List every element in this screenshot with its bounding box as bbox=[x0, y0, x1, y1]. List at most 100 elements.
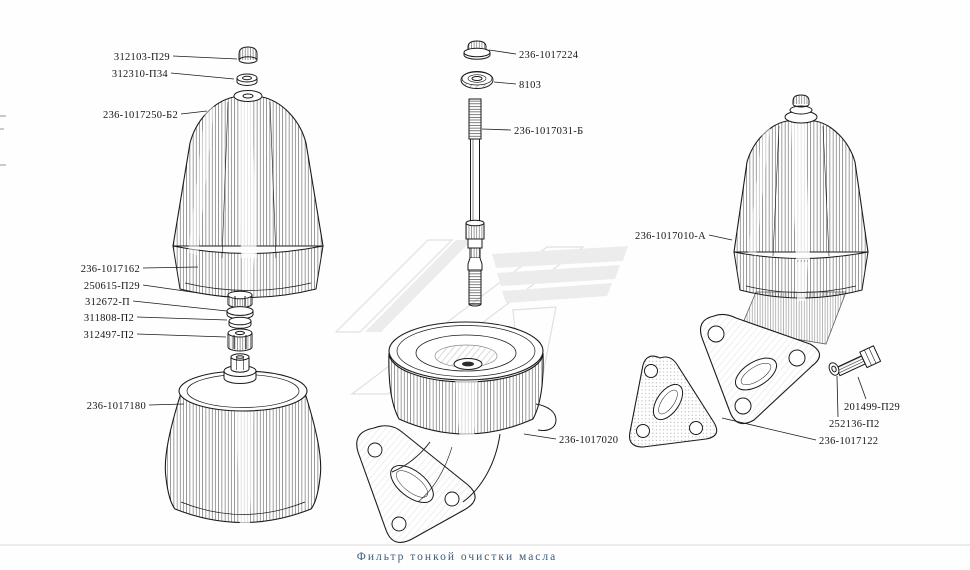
bolt-head-facet bbox=[864, 349, 872, 366]
watermark-stripe-2 bbox=[497, 265, 620, 286]
part-label-center-2: 236-1017031-Б bbox=[514, 126, 583, 137]
grommet-hole bbox=[471, 76, 483, 81]
center-cap-nut-drawing bbox=[463, 40, 491, 60]
bowl-nut-hole bbox=[236, 355, 244, 359]
part-label-right-1: 201499-П29 bbox=[844, 402, 900, 413]
rod-taper bbox=[467, 257, 483, 271]
gasket-hole bbox=[689, 421, 703, 435]
bolt-drawing bbox=[835, 345, 882, 377]
asm-kidney-opening bbox=[734, 357, 778, 391]
grommet-ring bbox=[467, 74, 487, 83]
cover-top-hole bbox=[242, 93, 254, 99]
leader-line bbox=[488, 49, 517, 55]
watermark-chevron-2 bbox=[365, 240, 472, 332]
watermark-band bbox=[350, 246, 585, 395]
flange-hole bbox=[391, 516, 407, 532]
part-label-center-0: 236-1017224 bbox=[519, 50, 579, 61]
neck-right bbox=[462, 433, 501, 503]
washer-311808-top bbox=[228, 316, 252, 326]
flange-kidney-inner bbox=[395, 470, 429, 498]
bell-highlight-center bbox=[239, 100, 257, 258]
bowl-hub-hole bbox=[462, 361, 474, 367]
leader-line bbox=[708, 234, 733, 241]
left-cap-nut-drawing bbox=[238, 46, 258, 64]
rod-shaft bbox=[470, 138, 480, 224]
bowl-highlight bbox=[236, 402, 254, 530]
bowl-wall-highlight bbox=[455, 378, 478, 442]
asm-flange-hole bbox=[788, 349, 806, 367]
leader-line bbox=[136, 316, 228, 321]
cap-dome bbox=[467, 40, 487, 50]
leader-lines bbox=[132, 49, 867, 441]
grommet-drawing bbox=[460, 71, 494, 89]
left-washer-drawing bbox=[236, 73, 258, 86]
flange-hole bbox=[367, 442, 383, 458]
part-label-right-3: 236-1017122 bbox=[819, 436, 878, 447]
leader-line bbox=[836, 375, 839, 418]
gasket-hole bbox=[644, 364, 658, 378]
bowl-step bbox=[415, 334, 517, 372]
asm-highlight-left bbox=[748, 128, 770, 256]
asm-cap-dome bbox=[792, 94, 810, 104]
neck-mid bbox=[417, 446, 453, 503]
diagram-caption: Фильтр тонкой очистки масла bbox=[357, 551, 558, 563]
part-label-left-3: 236-1017162 bbox=[81, 264, 140, 275]
rod-collar-top bbox=[465, 219, 485, 227]
bell-highlight-left bbox=[188, 106, 214, 256]
rod-tip-arc bbox=[468, 303, 482, 307]
asm-rim-highlight bbox=[796, 262, 808, 301]
leader-line bbox=[132, 300, 228, 312]
bolt-shaft bbox=[835, 355, 866, 377]
bell-contour-left bbox=[221, 101, 229, 259]
part-labels: 312103-П29 312310-П34 236-1017250-Б2 236… bbox=[81, 50, 900, 447]
small-washer-hole bbox=[831, 365, 837, 373]
asm-top-washer bbox=[789, 105, 813, 115]
rod-thread-top bbox=[468, 98, 482, 140]
cap-flange-thickness bbox=[463, 52, 491, 60]
filter-cover-drawing bbox=[172, 90, 324, 299]
watermark-stripe-3 bbox=[502, 283, 612, 303]
gasket-drawing bbox=[628, 355, 718, 448]
gasket-kidney-inner bbox=[658, 389, 678, 415]
leader-line bbox=[172, 55, 238, 60]
outlet-boss bbox=[535, 403, 557, 431]
part-label-left-4: 250615-П29 bbox=[84, 281, 140, 292]
asm-flange-hole bbox=[734, 397, 752, 415]
watermark-chevron-1 bbox=[334, 239, 454, 333]
leader-line bbox=[857, 376, 867, 400]
part-label-right-0: 236-1017010-А bbox=[635, 231, 706, 242]
stack-hardware-drawing bbox=[226, 290, 254, 352]
asm-contour-right bbox=[822, 125, 830, 257]
neck-left bbox=[391, 441, 431, 473]
leader-line bbox=[523, 433, 557, 440]
rod-ring bbox=[467, 238, 483, 249]
asm-rim-inner-arc bbox=[745, 285, 857, 293]
leader-line bbox=[148, 403, 185, 406]
assembly-drawing bbox=[699, 94, 869, 425]
rod-thread-bottom bbox=[468, 269, 482, 305]
cap-flange bbox=[463, 47, 491, 58]
part-label-center-3: 236-1017020 bbox=[559, 435, 618, 446]
washer-outer bbox=[236, 73, 258, 83]
asm-highlight-center bbox=[791, 123, 810, 260]
asm-cap-base bbox=[792, 103, 810, 108]
part-label-right-2: 252136-П2 bbox=[829, 419, 880, 430]
leader-line bbox=[170, 72, 235, 80]
rim-inner-arc bbox=[184, 282, 312, 291]
flange-kidney-opening bbox=[390, 465, 434, 503]
bowl-nut-top bbox=[230, 353, 250, 361]
asm-contour-left bbox=[772, 125, 780, 257]
leader-line bbox=[136, 333, 227, 338]
part-label-left-5: 312672-П bbox=[85, 297, 130, 308]
leader-line bbox=[142, 266, 199, 269]
part-label-left-7: 312497-П2 bbox=[83, 330, 134, 341]
part-label-left-1: 312310-П34 bbox=[112, 69, 169, 80]
flange-hole bbox=[444, 491, 460, 507]
bolt-head-facet bbox=[868, 347, 877, 364]
asm-kidney-inner bbox=[740, 362, 772, 386]
watermark-stripe-1 bbox=[492, 246, 628, 268]
part-label-left-2: 236-1017250-Б2 bbox=[103, 110, 178, 121]
filter-base-drawing bbox=[356, 321, 557, 543]
